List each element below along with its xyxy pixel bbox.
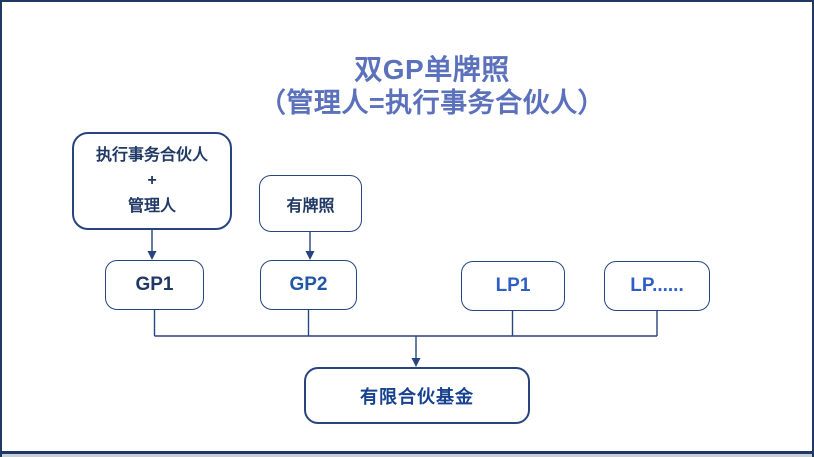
gp1-label: GP1 — [135, 274, 174, 295]
node-gp1: GP1 — [105, 260, 204, 310]
exec-node-line-1: 执行事务合伙人 — [95, 146, 208, 164]
fund-label: 有限合伙基金 — [360, 386, 474, 407]
node-gp2: GP2 — [260, 260, 357, 310]
title-line-1: 双GP单牌照 — [354, 54, 510, 85]
licensed-label: 有牌照 — [286, 197, 335, 215]
exec-node-line-3: 管理人 — [127, 197, 176, 215]
node-lp1: LP1 — [461, 261, 565, 311]
exec-node-line-2: + — [147, 172, 157, 190]
node-licensed: 有牌照 — [259, 175, 362, 232]
lp-more-label: LP...... — [630, 275, 684, 296]
node-lp-more: LP...... — [604, 261, 710, 311]
title-line-2: （管理人=执行事务合伙人） — [258, 88, 606, 118]
arrowhead-gp1 — [147, 251, 157, 260]
arrowhead-gp2 — [305, 251, 315, 260]
gp2-label: GP2 — [289, 274, 328, 295]
arrowhead-fund — [411, 358, 421, 367]
diagram-title: 双GP单牌照 （管理人=执行事务合伙人） — [25, 52, 812, 120]
node-executive-partner-manager: 执行事务合伙人 + 管理人 — [72, 132, 232, 230]
node-limited-partnership-fund: 有限合伙基金 — [304, 367, 530, 424]
slide-bottom-border — [2, 451, 812, 454]
lp1-label: LP1 — [495, 275, 531, 296]
window-edge-strip — [2, 454, 812, 457]
